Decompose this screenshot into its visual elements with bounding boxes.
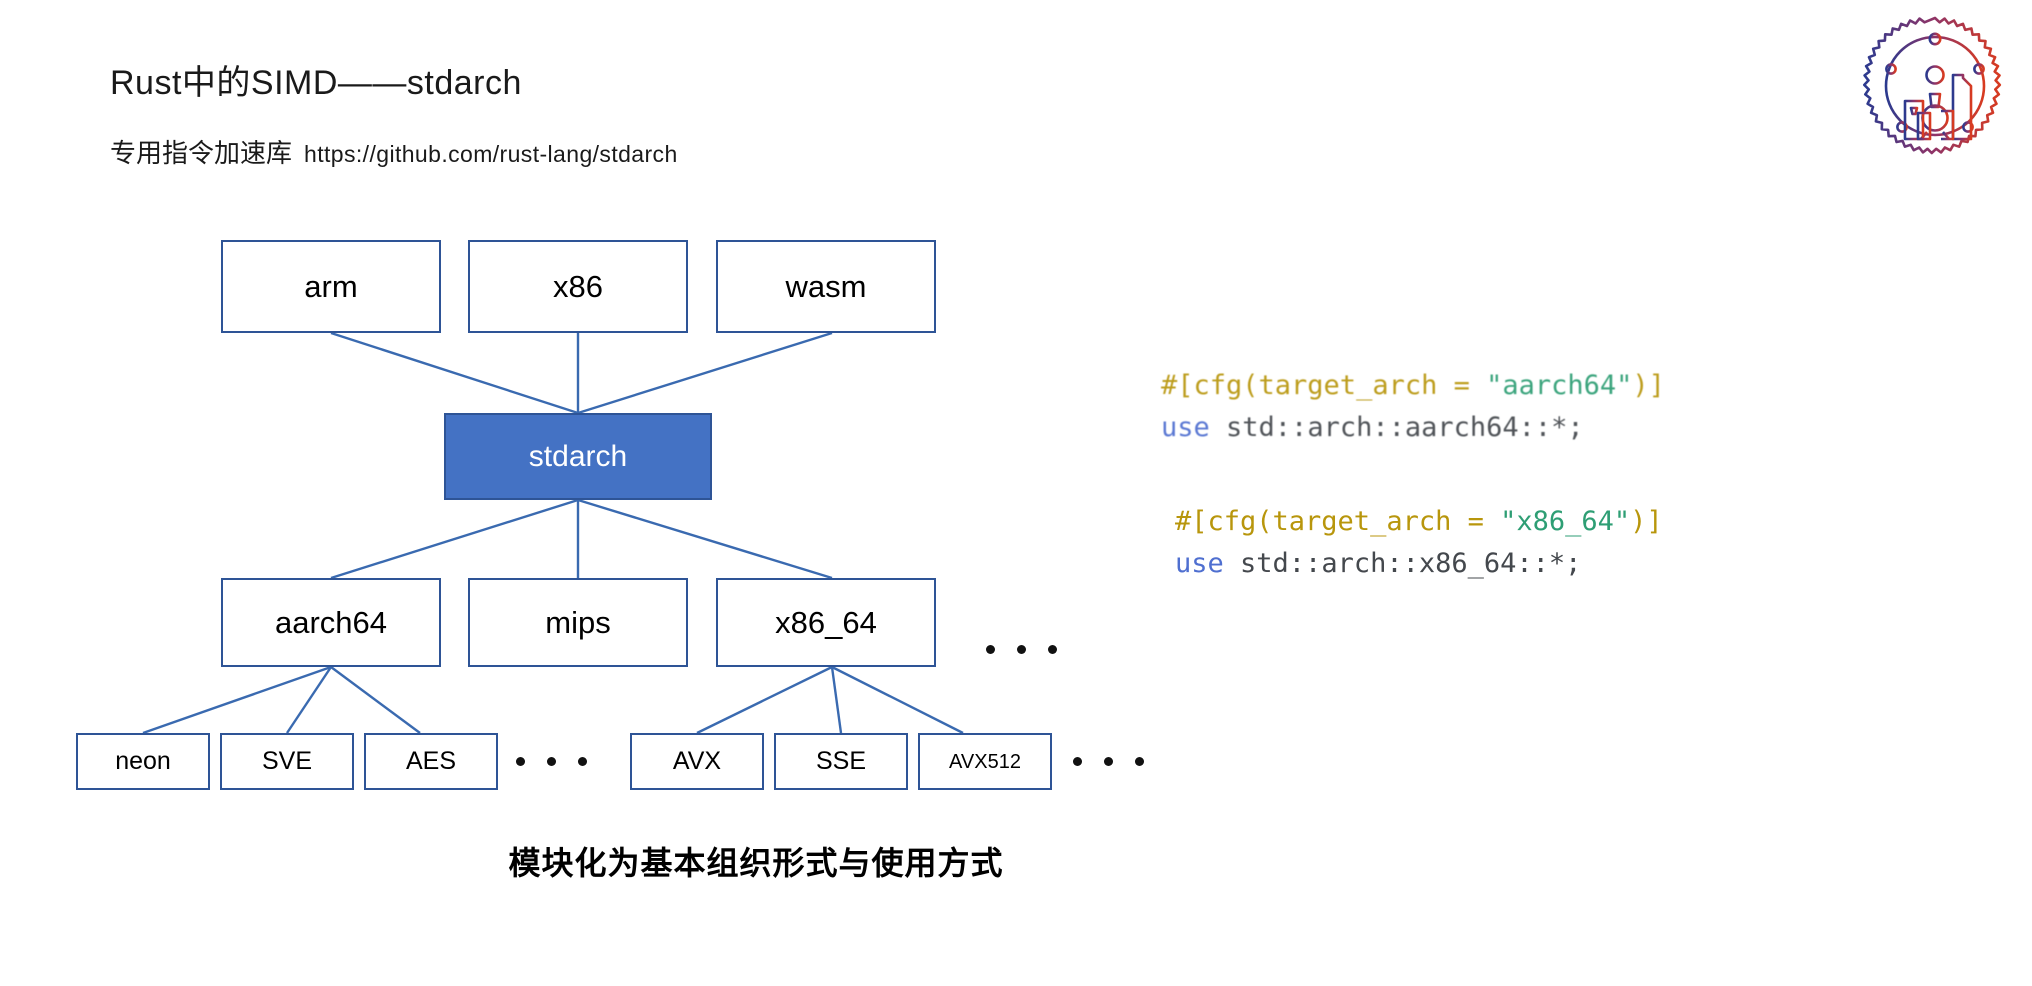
node-wasm[interactable]: wasm (716, 240, 936, 333)
node-sse[interactable]: SSE (774, 733, 908, 790)
code-block-aarch64: #[cfg(target_arch = "aarch64")] use std:… (1161, 365, 1855, 449)
code-snippet-panel: #[cfg(target_arch = "aarch64")] use std:… (1161, 365, 1855, 585)
code-block-x86-64: #[cfg(target_arch = "x86_64")] use std::… (1175, 501, 1855, 585)
slide-caption-text: 模块化为基本组织形式与使用方式 (508, 845, 1004, 881)
code-attr-suffix: )] (1632, 370, 1665, 401)
node-x86[interactable]: x86 (468, 240, 688, 333)
code-attr-string: "aarch64" (1486, 370, 1633, 401)
diagram-connector-lines (142, 331, 964, 735)
code-keyword-use: use (1175, 547, 1224, 579)
code-attr-suffix: )] (1630, 505, 1663, 537)
leaves-right-ellipsis (1073, 757, 1144, 766)
code-use-path: std::arch::aarch64::*; (1209, 411, 1584, 443)
repository-url: https://github.com/rust-lang/stdarch (304, 141, 678, 167)
code-attr-prefix: #[cfg(target_arch = (1175, 505, 1501, 537)
node-arm[interactable]: arm (221, 240, 441, 333)
subtitle-row: 专用指令加速库 https://github.com/rust-lang/std… (110, 133, 678, 170)
code-line-cfg-aarch64: #[cfg(target_arch = "aarch64")] (1161, 365, 1855, 407)
code-keyword-use: use (1161, 411, 1210, 443)
subtitle-label: 专用指令加速库 (110, 138, 293, 168)
page-title: Rust中的SIMD——stdarch (110, 64, 522, 102)
code-attr-string: "x86_64" (1500, 505, 1631, 537)
shanghai-skyline-gear-logo (1855, 8, 2015, 168)
node-mips[interactable]: mips (468, 578, 688, 667)
node-sve[interactable]: SVE (220, 733, 354, 790)
node-aarch64[interactable]: aarch64 (221, 578, 441, 667)
node-aes[interactable]: AES (364, 733, 498, 790)
code-attr-prefix: #[cfg(target_arch = (1161, 370, 1487, 401)
code-line-use-aarch64: use std::arch::aarch64::*; (1161, 407, 1855, 449)
code-line-cfg-x86-64: #[cfg(target_arch = "x86_64")] (1175, 501, 1855, 543)
node-neon[interactable]: neon (76, 733, 210, 790)
leaves-left-ellipsis (516, 757, 587, 766)
stdarch-module-tree-diagram: arm x86 wasm stdarch aarch64 mips x86_64… (0, 0, 1150, 820)
node-x86-64[interactable]: x86_64 (716, 578, 936, 667)
code-line-use-x86-64: use std::arch::x86_64::*; (1175, 543, 1855, 585)
node-avx[interactable]: AVX (630, 733, 764, 790)
node-avx512[interactable]: AVX512 (918, 733, 1052, 790)
slide-caption: 模块化为基本组织形式与使用方式 (0, 838, 2032, 884)
children-ellipsis (986, 645, 1057, 654)
code-use-path: std::arch::x86_64::*; (1223, 547, 1582, 579)
node-stdarch-root[interactable]: stdarch (444, 413, 712, 500)
